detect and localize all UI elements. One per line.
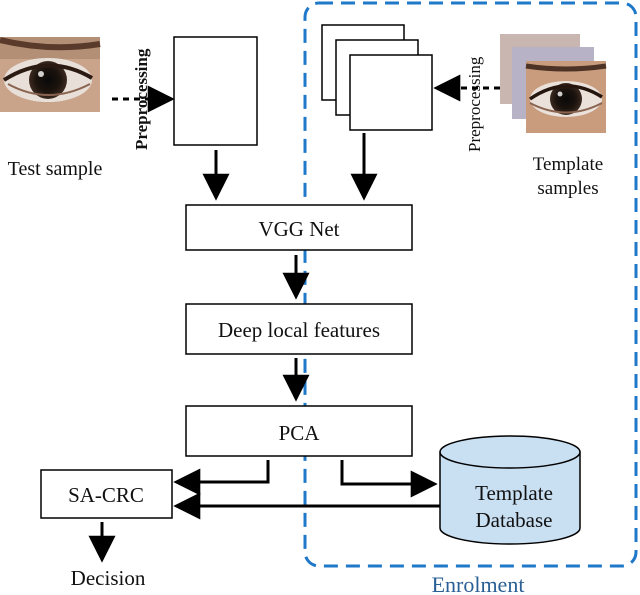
test-sample-label: Test sample: [8, 158, 103, 180]
template-samples-label-line1: Template: [533, 154, 603, 175]
vgg-net-box: [185, 204, 413, 251]
deep-features-box: [185, 303, 413, 355]
template-database-cylinder: [439, 435, 581, 545]
arrow-pca-to-database: [340, 460, 438, 498]
database-label-line1: Template: [475, 481, 553, 505]
decision-label: Decision: [71, 566, 146, 590]
test-sample-image: [0, 37, 101, 112]
deep-features-label: Deep local features: [218, 318, 380, 342]
template-preprocessed-stack: [321, 24, 433, 131]
template-samples-image: [500, 34, 607, 133]
test-preprocessing-label: Preprocessing: [132, 48, 151, 150]
template-samples-label-line2: samples: [537, 178, 598, 199]
sa-crc-label: SA-CRC: [68, 483, 144, 507]
arrow-pca-to-sacrc: [173, 460, 270, 496]
pca-label: PCA: [279, 421, 321, 445]
vgg-net-label: VGG Net: [258, 217, 339, 241]
test-preprocessed-box: [173, 36, 258, 146]
template-preprocessing-label: Preprocessing: [465, 56, 484, 152]
database-label-line2: Database: [476, 508, 553, 532]
enrolment-label: Enrolment: [432, 572, 525, 595]
sa-crc-box: [40, 469, 173, 519]
pca-box: [185, 405, 413, 457]
